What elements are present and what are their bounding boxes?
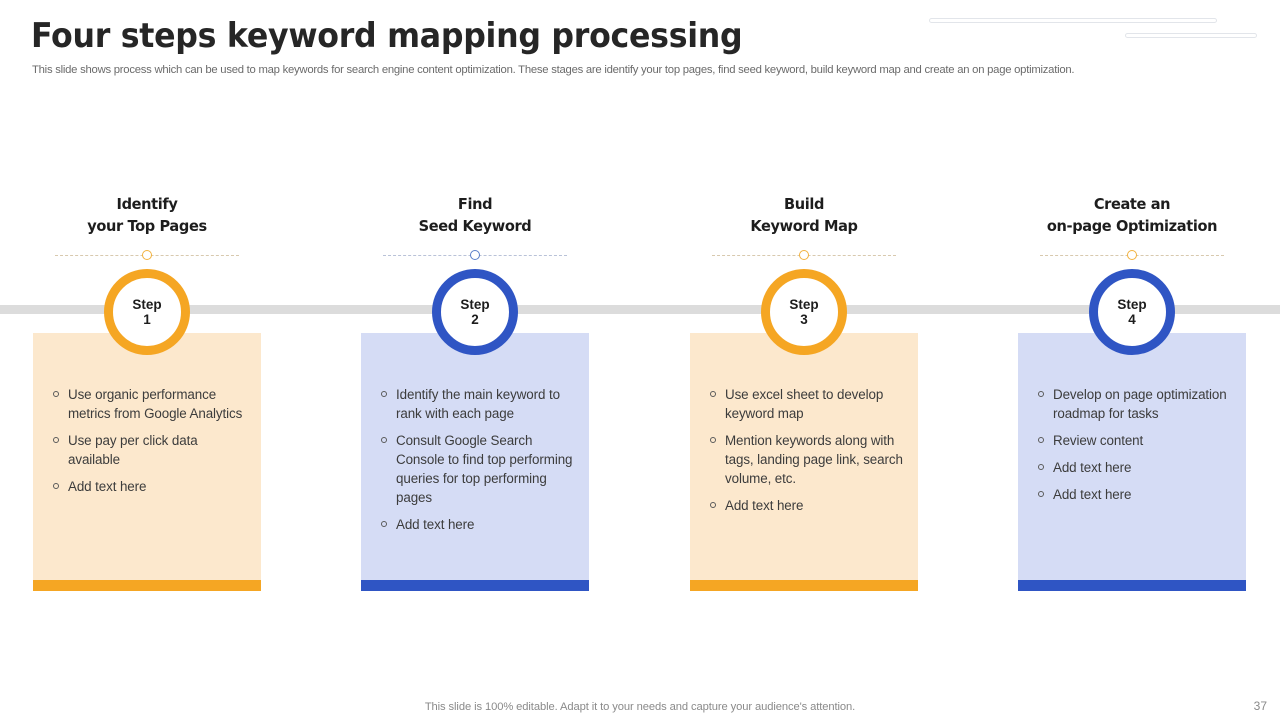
column-divider-1 <box>33 248 261 262</box>
footer-note: This slide is 100% editable. Adapt it to… <box>424 701 856 713</box>
column-heading-1: Identify your Top Pages <box>40 193 254 237</box>
column-heading-3: Build Keyword Map <box>697 193 911 237</box>
step-card-1[interactable]: Use organic performance metrics from Goo… <box>33 333 261 591</box>
card-accent-bar-2 <box>361 580 589 591</box>
step-circle-wrap-3: Step 3 <box>690 269 918 359</box>
list-item: Add text here <box>45 477 251 496</box>
card-accent-bar-1 <box>33 580 261 591</box>
step-label-3: Step <box>789 296 819 312</box>
bullet-list-4: Develop on page optimization roadmap for… <box>1030 385 1236 512</box>
step-badge-3[interactable]: Step 3 <box>761 269 847 355</box>
list-item: Add text here <box>702 496 908 515</box>
decorative-bar-short <box>1125 33 1257 38</box>
divider-ring-icon <box>470 250 480 260</box>
column-heading-2: Find Seed Keyword <box>368 193 582 237</box>
column-heading-4-line2: on-page Optimization <box>1046 217 1218 235</box>
list-item: Mention keywords along with tags, landin… <box>702 431 908 488</box>
list-item: Use organic performance metrics from Goo… <box>45 385 251 423</box>
card-accent-bar-4 <box>1018 580 1246 591</box>
divider-ring-icon <box>1127 250 1137 260</box>
step-column-1: Identify your Top Pages Step 1 <box>33 193 261 359</box>
divider-ring-icon <box>799 250 809 260</box>
step-card-3[interactable]: Use excel sheet to develop keyword map M… <box>690 333 918 591</box>
column-heading-1-line2: your Top Pages <box>87 217 207 235</box>
page-number: 37 <box>1253 699 1267 713</box>
column-heading-4: Create an on-page Optimization <box>1025 193 1239 237</box>
step-label-2: Step <box>460 296 490 312</box>
card-accent-bar-3 <box>690 580 918 591</box>
step-badge-4[interactable]: Step 4 <box>1089 269 1175 355</box>
list-item: Develop on page optimization roadmap for… <box>1030 385 1236 423</box>
timeline-band <box>0 305 1280 314</box>
list-item: Add text here <box>1030 458 1236 477</box>
column-heading-3-line1: Build <box>783 195 825 213</box>
step-number-3: 3 <box>800 311 808 327</box>
page-subtitle: This slide shows process which can be us… <box>32 64 1075 76</box>
list-item: Review content <box>1030 431 1236 450</box>
column-heading-3-line2: Keyword Map <box>750 217 858 235</box>
step-column-4: Create an on-page Optimization Step 4 <box>1018 193 1246 359</box>
column-divider-4 <box>1018 248 1246 262</box>
column-heading-2-line2: Seed Keyword <box>418 217 532 235</box>
step-circle-wrap-2: Step 2 <box>361 269 589 359</box>
column-divider-2 <box>361 248 589 262</box>
list-item: Identify the main keyword to rank with e… <box>373 385 579 423</box>
step-column-3: Build Keyword Map Step 3 <box>690 193 918 359</box>
list-item: Use pay per click data available <box>45 431 251 469</box>
decorative-bar-long <box>929 18 1217 23</box>
step-label-1: Step <box>132 296 162 312</box>
step-circle-wrap-4: Step 4 <box>1018 269 1246 359</box>
step-number-2: 2 <box>471 311 479 327</box>
bullet-list-3: Use excel sheet to develop keyword map M… <box>702 385 908 523</box>
list-item: Add text here <box>373 515 579 534</box>
page-title: Four steps keyword mapping processing <box>31 16 743 56</box>
step-circle-wrap-1: Step 1 <box>33 269 261 359</box>
bullet-list-1: Use organic performance metrics from Goo… <box>45 385 251 504</box>
list-item: Add text here <box>1030 485 1236 504</box>
column-heading-2-line1: Find <box>457 195 493 213</box>
bullet-list-2: Identify the main keyword to rank with e… <box>373 385 579 542</box>
column-heading-1-line1: Identify <box>116 195 178 213</box>
step-badge-2[interactable]: Step 2 <box>432 269 518 355</box>
step-column-2: Find Seed Keyword Step 2 <box>361 193 589 359</box>
list-item: Consult Google Search Console to find to… <box>373 431 579 507</box>
step-number-1: 1 <box>143 311 151 327</box>
step-label-4: Step <box>1117 296 1147 312</box>
step-card-4[interactable]: Develop on page optimization roadmap for… <box>1018 333 1246 591</box>
list-item: Use excel sheet to develop keyword map <box>702 385 908 423</box>
step-card-2[interactable]: Identify the main keyword to rank with e… <box>361 333 589 591</box>
step-badge-1[interactable]: Step 1 <box>104 269 190 355</box>
column-heading-4-line1: Create an <box>1093 195 1171 213</box>
step-number-4: 4 <box>1128 311 1136 327</box>
column-divider-3 <box>690 248 918 262</box>
divider-ring-icon <box>142 250 152 260</box>
